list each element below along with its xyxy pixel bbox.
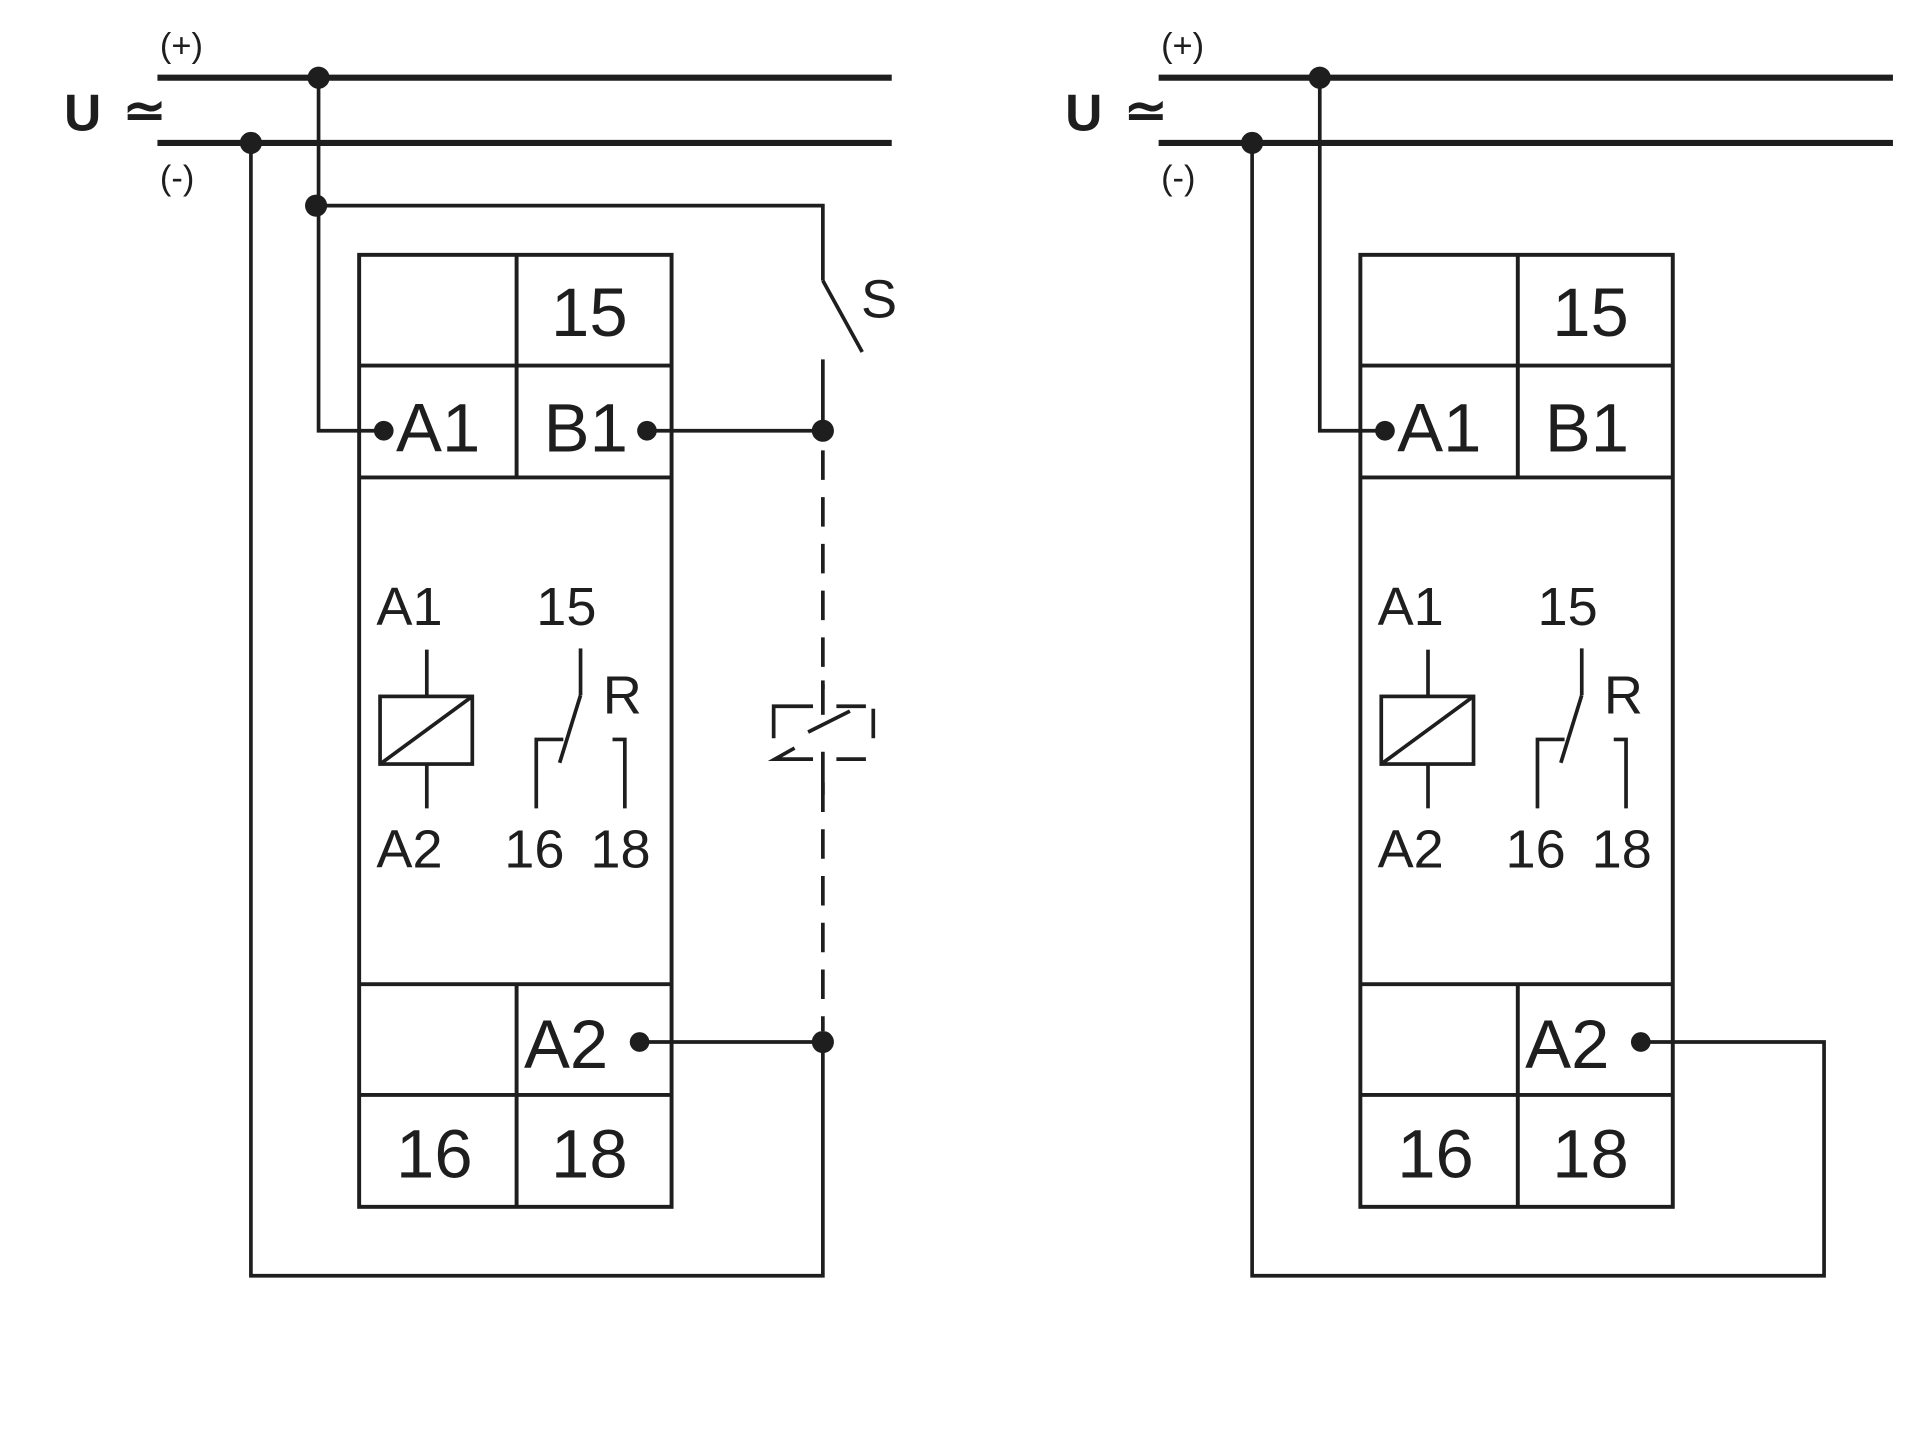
junction-dot bbox=[811, 419, 834, 442]
junction-dot bbox=[305, 194, 328, 217]
minus-label: (-) bbox=[160, 160, 194, 198]
terminal-b1: B1 bbox=[1545, 390, 1629, 467]
schematic-a2-label: A2 bbox=[1378, 819, 1444, 879]
diagram-left: U ≃ (+) (-) S bbox=[64, 27, 897, 1278]
terminal-b1: B1 bbox=[544, 390, 628, 467]
schematic-16-label: 16 bbox=[1505, 819, 1565, 879]
terminal-16: 16 bbox=[396, 1115, 473, 1192]
terminal-a1: A1 bbox=[1397, 390, 1481, 467]
schematic-relay-label: R bbox=[603, 666, 642, 726]
wire-minus-to-a2 bbox=[1250, 142, 1826, 1278]
junction-dot bbox=[1241, 131, 1264, 154]
supply-voltage-label: U bbox=[1065, 84, 1102, 142]
plus-label: (+) bbox=[160, 27, 203, 65]
ac-dc-symbol: ≃ bbox=[123, 81, 166, 139]
junction-dot bbox=[811, 1030, 834, 1054]
junction-dot bbox=[1375, 420, 1395, 441]
schematic-a1-label: A1 bbox=[376, 577, 442, 637]
junction-dot bbox=[373, 420, 394, 441]
junction-dot bbox=[1308, 66, 1331, 89]
schematic-18-label: 18 bbox=[1592, 819, 1652, 879]
relay-contact-icon bbox=[1535, 648, 1628, 809]
terminal-18: 18 bbox=[551, 1115, 628, 1192]
terminal-15: 15 bbox=[1552, 274, 1629, 351]
schematic-16-label: 16 bbox=[504, 819, 564, 879]
switch-blade bbox=[821, 279, 864, 353]
supply-voltage-label: U bbox=[64, 84, 101, 142]
plus-label: (+) bbox=[1161, 27, 1204, 65]
junction-dot bbox=[307, 66, 330, 89]
minus-label: (-) bbox=[1161, 160, 1195, 198]
terminal-a2: A2 bbox=[1525, 1006, 1609, 1083]
relay-contact-icon bbox=[534, 648, 627, 809]
wire-minus-loop bbox=[249, 142, 825, 1278]
junction-dot bbox=[239, 131, 262, 154]
wire-plus-to-a1 bbox=[1317, 77, 1385, 433]
junction-dot bbox=[629, 1032, 650, 1052]
relay-module-right: 15 A1 B1 A2 16 18 A1 A2 15 16 18 R bbox=[1358, 252, 1675, 1209]
schematic-a2-label: A2 bbox=[376, 819, 442, 879]
terminal-15: 15 bbox=[551, 274, 628, 351]
relay-coil-icon bbox=[378, 649, 475, 809]
switch-label: S bbox=[861, 270, 897, 330]
ac-dc-symbol: ≃ bbox=[1124, 81, 1167, 139]
schematic-18-label: 18 bbox=[590, 819, 650, 879]
terminal-a2: A2 bbox=[524, 1006, 608, 1083]
schematic-a1-label: A1 bbox=[1378, 577, 1444, 637]
terminal-a1: A1 bbox=[396, 390, 480, 467]
terminal-18: 18 bbox=[1552, 1115, 1629, 1192]
wire-plus-to-switch bbox=[316, 203, 825, 281]
relay-module-left: 15 A1 B1 A2 16 18 A1 A2 15 16 18 R bbox=[357, 252, 674, 1209]
dashed-relay-icon bbox=[767, 680, 876, 795]
schematic-15-label: 15 bbox=[536, 577, 596, 637]
junction-dot bbox=[637, 420, 657, 441]
schematic-relay-label: R bbox=[1604, 666, 1643, 726]
terminal-16: 16 bbox=[1397, 1115, 1474, 1192]
junction-dot bbox=[1630, 1032, 1651, 1052]
diagram-right: U ≃ (+) (-) 15 A1 B1 A2 16 18 A1 A2 15 1… bbox=[1065, 27, 1893, 1278]
schematic-15-label: 15 bbox=[1537, 577, 1597, 637]
relay-coil-icon bbox=[1379, 649, 1476, 809]
